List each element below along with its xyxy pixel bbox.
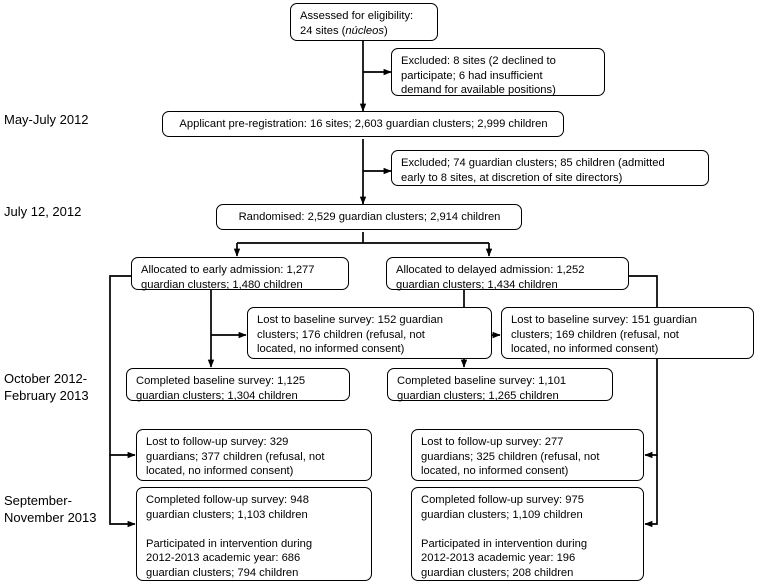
node-completed-followup-delayed-label: Completed follow-up survey: 975 guardian… — [421, 494, 588, 579]
node-pre-registration-label: Applicant pre-registration: 16 sites; 2,… — [179, 118, 548, 130]
node-excluded-sites-label: Excluded: 8 sites (2 declined to partici… — [401, 55, 556, 97]
node-assessed-for-eligibility: Assessed for eligibility: 24 sites (núcl… — [290, 3, 438, 41]
node-completed-baseline-delayed-label: Completed baseline survey: 1,101 guardia… — [397, 375, 567, 402]
node-randomised-label: Randomised: 2,529 guardian clusters; 2,9… — [238, 211, 501, 223]
timeline-label-september-november-2013: September- November 2013 — [4, 493, 97, 525]
node-excluded-clusters-label: Excluded; 74 guardian clusters; 85 child… — [401, 157, 665, 184]
node-completed-baseline-delayed: Completed baseline survey: 1,101 guardia… — [387, 368, 613, 402]
node-lost-followup-early-label: Lost to follow-up survey: 329 guardians;… — [146, 436, 325, 478]
node-alloc-early-label: Allocated to early admission: 1,277 guar… — [141, 264, 315, 291]
node-alloc-delayed-label: Allocated to delayed admission: 1,252 gu… — [396, 264, 585, 291]
node-allocated-delayed-admission: Allocated to delayed admission: 1,252 gu… — [386, 257, 629, 291]
edge-early-rail-to-lost-followup — [109, 275, 136, 459]
timeline-label-may-july-2012: May-July 2012 — [4, 112, 89, 127]
edge-delayed-rail-to-completed-followup — [644, 455, 658, 528]
node-applicant-pre-registration: Applicant pre-registration: 16 sites; 2,… — [162, 111, 564, 137]
node-lost-followup-delayed-label: Lost to follow-up survey: 277 guardians;… — [421, 436, 600, 478]
timeline-label-october-2012-february-2013: October 2012- February 2013 — [4, 371, 89, 403]
node-excluded-sites: Excluded: 8 sites (2 declined to partici… — [391, 48, 605, 96]
edge-early-rail-to-completed-followup — [109, 455, 136, 528]
node-lost-baseline-early: Lost to baseline survey: 152 guardian cl… — [247, 307, 492, 359]
node-lost-baseline-delayed: Lost to baseline survey: 151 guardian cl… — [501, 307, 754, 359]
node-completed-followup-early: Completed follow-up survey: 948 guardian… — [136, 487, 372, 581]
node-allocated-early-admission: Allocated to early admission: 1,277 guar… — [131, 257, 349, 291]
node-assessed-label: Assessed for eligibility: 24 sites (núcl… — [300, 10, 414, 37]
node-lost-baseline-early-label: Lost to baseline survey: 152 guardian cl… — [257, 314, 443, 356]
node-completed-baseline-early: Completed baseline survey: 1,125 guardia… — [126, 368, 350, 402]
timeline-label-july-12-2012: July 12, 2012 — [4, 204, 82, 219]
node-lost-baseline-delayed-label: Lost to baseline survey: 151 guardian cl… — [511, 314, 697, 356]
node-excluded-guardian-clusters: Excluded; 74 guardian clusters; 85 child… — [391, 150, 709, 186]
node-completed-followup-early-label: Completed follow-up survey: 948 guardian… — [146, 494, 313, 579]
node-lost-followup-early: Lost to follow-up survey: 329 guardians;… — [136, 429, 372, 481]
node-completed-baseline-early-label: Completed baseline survey: 1,125 guardia… — [136, 375, 306, 402]
node-randomised: Randomised: 2,529 guardian clusters; 2,9… — [216, 204, 522, 230]
node-completed-followup-delayed: Completed follow-up survey: 975 guardian… — [411, 487, 644, 581]
node-lost-followup-delayed: Lost to follow-up survey: 277 guardians;… — [411, 429, 644, 481]
